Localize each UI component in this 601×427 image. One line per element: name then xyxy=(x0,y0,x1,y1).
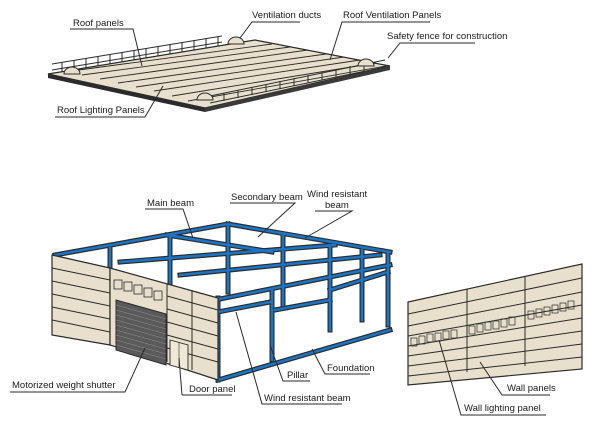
label-secondary-beam: Secondary beam xyxy=(231,192,303,203)
safety-fence-side xyxy=(209,59,386,104)
label-wind-resistant-beam-bottom: Wind resistant beam xyxy=(264,393,351,404)
label-wall-panels: Wall panels xyxy=(507,383,556,394)
wall-panels-illustration xyxy=(407,263,583,386)
wall-labels: Wall panels Wall lighting panel xyxy=(438,339,556,416)
roof-slab-edge-right xyxy=(205,66,390,112)
label-pillar: Pillar xyxy=(287,370,308,381)
steel-frame-illustration xyxy=(51,221,394,384)
label-wind-resistant-beam-top-2: beam xyxy=(325,200,349,211)
wall-panel-sheet xyxy=(407,263,583,386)
wall-lighting-windows xyxy=(113,279,163,301)
label-main-beam: Main beam xyxy=(147,198,194,209)
label-safety-fence: Safety fence for construction xyxy=(387,31,507,42)
roof-panel-stripes xyxy=(63,43,387,102)
wall-lighting-panel-windows xyxy=(410,300,575,347)
frame-blue-steel xyxy=(53,222,392,382)
label-roof-panels: Roof panels xyxy=(73,18,124,29)
label-ventilation-ducts: Ventilation ducts xyxy=(252,10,321,21)
roof-illustration xyxy=(47,35,391,112)
roof-labels: Roof panels Ventilation ducts Roof Venti… xyxy=(55,10,507,118)
label-roof-ventilation-panels: Roof Ventilation Panels xyxy=(343,10,441,21)
safety-fence-front xyxy=(51,35,223,72)
shutter-slats xyxy=(115,304,167,360)
label-motorized-weight-shutter: Motorized weight shutter xyxy=(12,380,116,391)
label-wind-resistant-beam-top-1: Wind resistant xyxy=(307,189,368,200)
roof-slab-edge xyxy=(48,74,205,112)
ventilation-duct-icon xyxy=(63,36,375,101)
label-door-panel: Door panel xyxy=(189,384,235,395)
label-foundation: Foundation xyxy=(327,363,375,374)
label-wall-lighting-panel: Wall lighting panel xyxy=(464,403,541,414)
label-roof-lighting-panels: Roof Lighting Panels xyxy=(57,105,145,116)
frame-labels: Main beam Secondary beam Wind resistant … xyxy=(10,189,375,405)
